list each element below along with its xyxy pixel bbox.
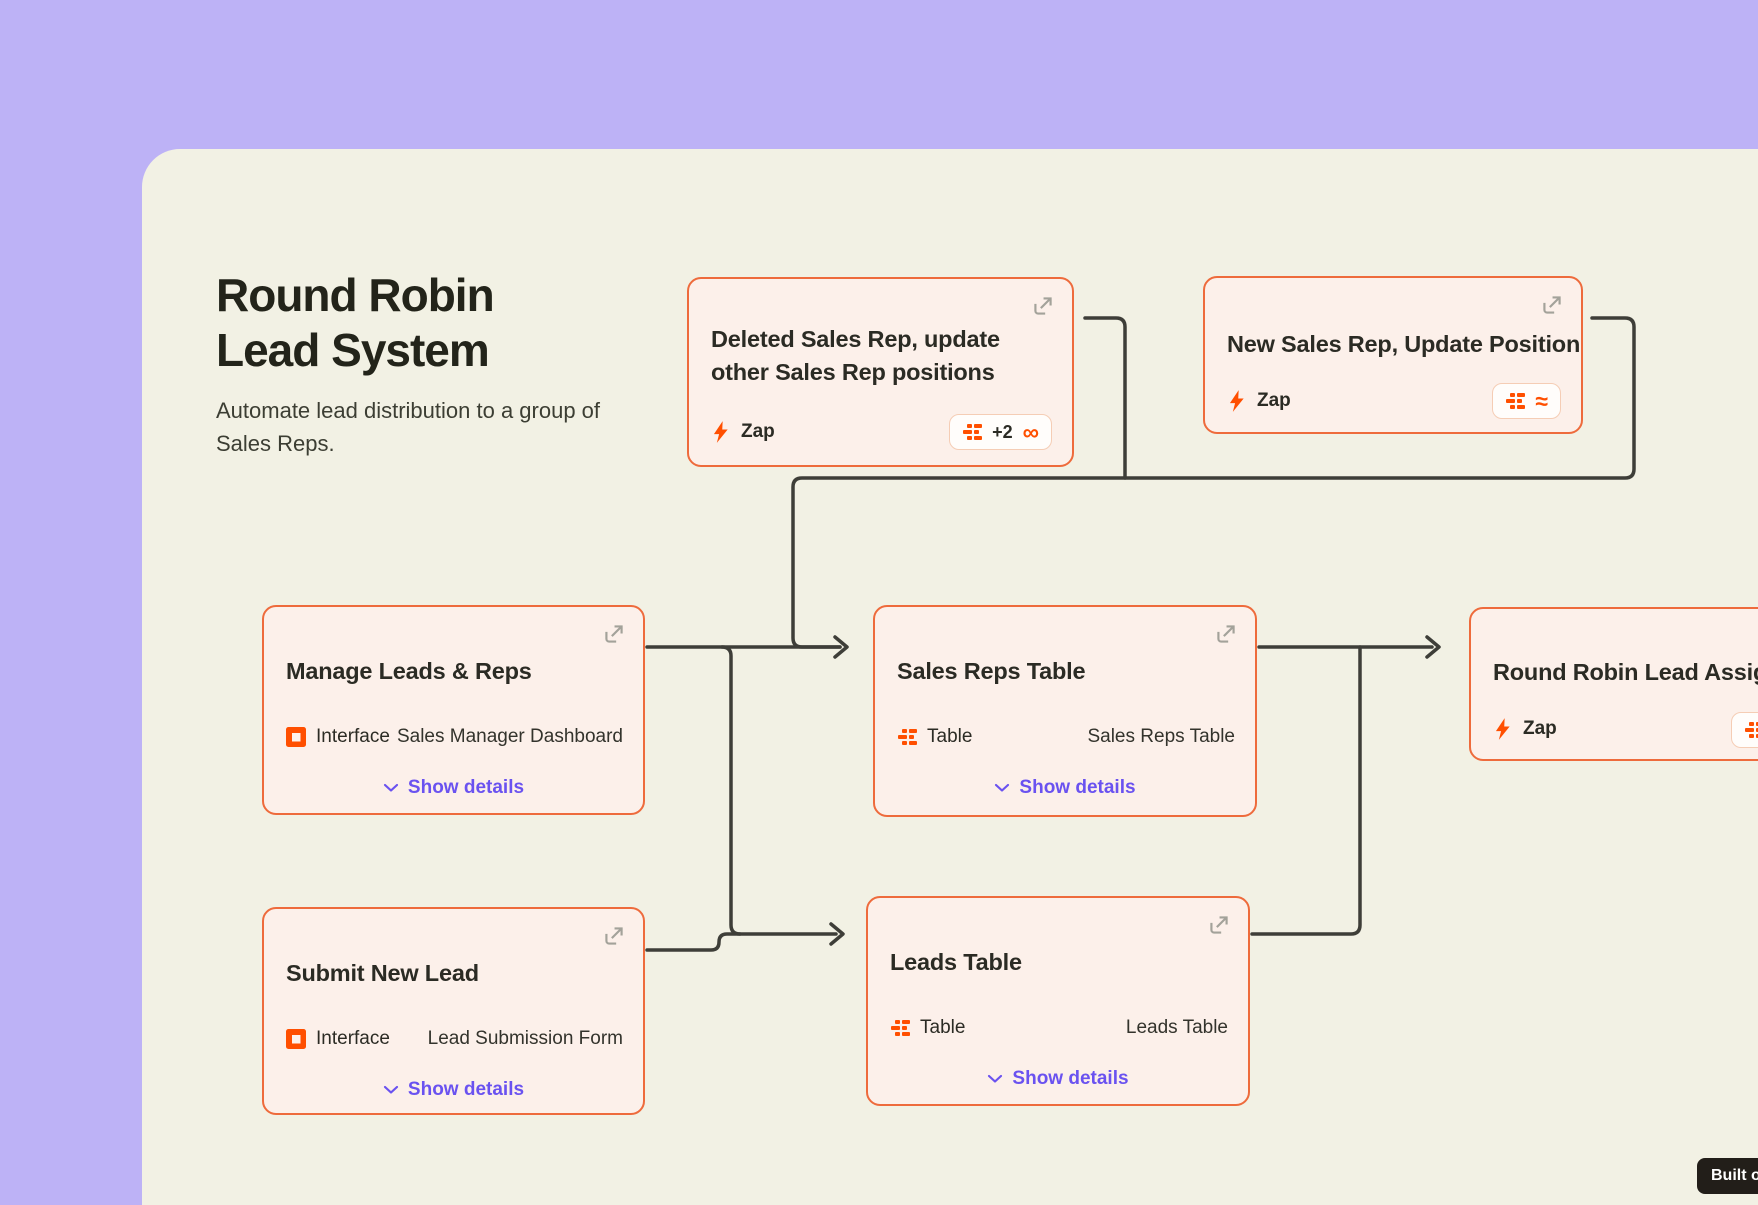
arrowhead-leads [829, 922, 845, 946]
expand-icon[interactable] [601, 923, 627, 949]
app-type: Table [897, 726, 972, 748]
tables-icon [1745, 722, 1758, 738]
component-name: Sales Reps Table [1087, 726, 1235, 748]
connector-manage-to-leads [720, 645, 838, 936]
component-name: Lead Submission Form [427, 1028, 623, 1050]
interfaces-icon [286, 727, 306, 748]
show-details-label: Show details [407, 1079, 525, 1101]
card-title: Deleted Sales Rep, update other Sales Re… [711, 326, 1000, 386]
tables-icon [898, 729, 917, 746]
expand-icon[interactable] [601, 621, 627, 647]
tables-icon [963, 424, 983, 440]
page-subtitle: Automate lead distribution to a group of… [216, 398, 601, 457]
app-type-label: Zap [1257, 390, 1291, 411]
app-type: Interface [286, 1028, 390, 1050]
card-title: New Sales Rep, Update Position [1227, 331, 1581, 357]
tables-icon [891, 1020, 910, 1037]
connected-apps-badge: +2 ∞ [949, 414, 1052, 450]
show-details-link[interactable]: Show details [875, 777, 1255, 799]
zap-bolt-icon [1495, 718, 1510, 740]
arrowhead-salesreps [833, 635, 849, 659]
card-title: Sales Reps Table [897, 658, 1086, 684]
interfaces-icon [286, 1029, 306, 1050]
card-app-row: Table Sales Reps Table [897, 726, 1235, 748]
app-type-label: Interface [316, 1028, 390, 1050]
chevron-down-icon [383, 1086, 399, 1094]
card-app-row: Interface Sales Manager Dashboard [286, 726, 623, 748]
card-deleted-sales-rep-zap[interactable]: Deleted Sales Rep, update other Sales Re… [687, 277, 1074, 467]
show-details-label: Show details [1019, 777, 1136, 799]
expand-icon[interactable] [1030, 293, 1056, 319]
card-title: Submit New Lead [286, 960, 479, 986]
show-details-link[interactable]: Show details [264, 777, 643, 799]
app-type-label: Table [920, 1017, 966, 1039]
waves-icon: ≈ [1535, 388, 1548, 414]
connector-deleted-to-bus [1083, 316, 1127, 480]
chevron-down-icon [995, 784, 1010, 792]
app-type-label: Table [927, 726, 973, 748]
card-title: Manage Leads & Reps [286, 658, 532, 684]
app-type: Interface [286, 726, 390, 748]
card-footer: Zap +2 ∞ [711, 413, 1052, 451]
card-title: Round Robin Lead Assignment [1493, 659, 1758, 685]
show-details-link[interactable]: Show details [868, 1068, 1248, 1090]
zap-bolt-icon [1229, 390, 1244, 412]
built-on-zapier-badge[interactable]: Built on Zapier [1697, 1158, 1758, 1194]
connector-new-to-salesreps [791, 316, 1636, 649]
arrowhead-roundrobin [1425, 635, 1441, 659]
app-type: Zap [1493, 717, 1557, 741]
show-details-label: Show details [407, 777, 525, 799]
app-type: Zap [711, 420, 775, 444]
card-new-sales-rep-zap[interactable]: New Sales Rep, Update Position Zap ≈ [1203, 276, 1583, 434]
show-details-link[interactable]: Show details [264, 1079, 643, 1101]
card-footer: Zap [1493, 710, 1557, 748]
expand-icon[interactable] [1539, 292, 1565, 318]
component-name: Sales Manager Dashboard [396, 726, 623, 748]
component-name: Leads Table [1125, 1017, 1228, 1039]
connector-leads-to-roundrobin [1250, 645, 1362, 936]
card-manage-leads-reps[interactable]: Manage Leads & Reps Interface Sales Mana… [262, 605, 645, 815]
card-footer: Zap ≈ [1227, 382, 1561, 420]
card-leads-table[interactable]: Leads Table Table Leads Table Show detai… [866, 896, 1250, 1106]
app-type: Zap [1227, 389, 1291, 413]
built-on-zapier-label: Built on Zapier [1711, 1167, 1758, 1184]
tables-icon [1506, 393, 1526, 409]
app-type-label: Zap [741, 421, 775, 442]
card-round-robin-zap[interactable]: Round Robin Lead Assignment Zap ≈ [1469, 607, 1758, 761]
card-submit-new-lead[interactable]: Submit New Lead Interface Lead Submissio… [262, 907, 645, 1115]
card-sales-reps-table[interactable]: Sales Reps Table Table Sales Reps Table … [873, 605, 1257, 817]
expand-icon[interactable] [1206, 912, 1232, 938]
app-type: Table [890, 1017, 965, 1039]
connector-submit-merge [645, 932, 742, 952]
app-type-label: Interface [316, 726, 390, 748]
show-details-label: Show details [1012, 1068, 1129, 1090]
app-type-label: Zap [1523, 718, 1557, 739]
chevron-down-icon [383, 784, 399, 792]
connected-apps-badge: ≈ [1492, 383, 1561, 419]
card-app-row: Table Leads Table [890, 1017, 1228, 1039]
looping-infinity-icon: ∞ [1022, 419, 1039, 445]
extra-apps-count: +2 [992, 421, 1013, 442]
chevron-down-icon [988, 1075, 1003, 1083]
card-title: Leads Table [890, 949, 1022, 975]
connected-apps-badge: ≈ [1731, 712, 1758, 748]
expand-icon[interactable] [1213, 621, 1239, 647]
card-app-row: Interface Lead Submission Form [286, 1028, 623, 1050]
zap-bolt-icon [713, 421, 728, 443]
page-title: Round Robin Lead System [216, 269, 495, 377]
header: Round Robin Lead System Automate lead di… [216, 268, 636, 460]
